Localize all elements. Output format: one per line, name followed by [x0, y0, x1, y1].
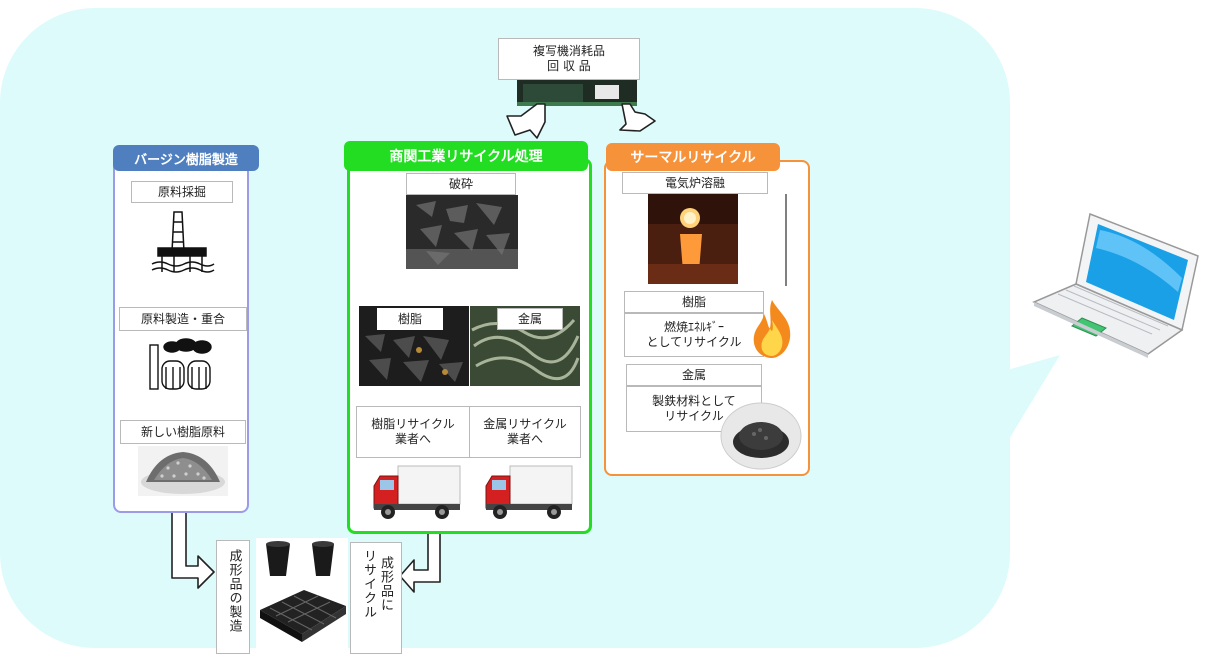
crush-label: 破砕: [406, 173, 516, 195]
recycle-to-molding-line1: 成形品に: [377, 556, 393, 612]
thermal-metal-label: 金属: [626, 364, 762, 386]
resin-pellets-photo: [138, 446, 228, 496]
collected-items-line1: 複写機消耗品: [532, 44, 605, 58]
thermal-panel-title: サーマルリサイクル: [606, 143, 780, 171]
truck-icon-2: [485, 465, 573, 519]
resin-label-overlay: 樹脂: [377, 308, 443, 330]
raw-production-label: 原料製造・重合: [119, 307, 247, 331]
thermal-resin-desc-line2: としてリサイクル: [646, 335, 742, 349]
thermal-resin-label: 樹脂: [624, 291, 764, 313]
factory-icon: [149, 338, 212, 390]
electric-furnace-photo: [628, 194, 788, 286]
recycle-panel-title: 商関工業リサイクル処理: [344, 141, 588, 171]
metal-dest-line2: 業者へ: [506, 432, 543, 446]
recycle-to-molding-line2: リサイクル: [361, 549, 376, 619]
thermal-metal-desc-line1: 製鉄材料として: [652, 394, 736, 408]
flame-icon: [753, 300, 791, 358]
metal-dest-box: 金属リサイクル 業者へ: [469, 406, 581, 458]
thermal-metal-desc-line2: リサイクル: [664, 409, 724, 423]
metal-label: 金属: [497, 308, 563, 330]
new-resin-label: 新しい樹脂原料: [120, 420, 246, 444]
collected-items-label: 複写機消耗品 回 収 品: [498, 38, 640, 80]
thermal-resin-desc: 燃焼ｴﾈﾙｷﾞｰ としてリサイクル: [624, 313, 764, 357]
metal-dest-line1: 金属リサイクル: [483, 417, 567, 431]
arrow-virgin-to-molding: [171, 507, 215, 589]
virgin-panel-title: バージン樹脂製造: [113, 145, 259, 171]
oil-rig-icon: [151, 211, 215, 273]
molding-label: 成形品の製造: [226, 549, 242, 633]
resin-dest-line1: 樹脂リサイクル: [371, 417, 455, 431]
resin-dest-line2: 業者へ: [394, 432, 431, 446]
recycle-to-molding-text: 成形品に リサイクル: [360, 549, 393, 619]
collected-items-line2: 回 収 品: [547, 59, 591, 73]
truck-icon-1: [373, 465, 461, 519]
arrow-to-thermal: [619, 103, 656, 132]
arrow-to-recycle: [506, 103, 546, 139]
arrow-recycle-to-molding: [399, 527, 441, 593]
laptop-icon: [1032, 212, 1199, 358]
thermal-resin-desc-line1: 燃焼ｴﾈﾙｷﾞｰ: [663, 320, 724, 334]
resin-dest-box: 樹脂リサイクル 業者へ: [356, 406, 470, 458]
recycle-to-molding-box: 成形品に リサイクル: [350, 542, 402, 654]
raw-mining-label: 原料採掘: [131, 181, 233, 203]
iron-material-photo: [720, 402, 802, 470]
molding-box: 成形品の製造: [216, 540, 250, 654]
toner-cartridge-photo: [517, 80, 637, 106]
furnace-label: 電気炉溶融: [622, 172, 768, 194]
crushed-material-photo: [406, 195, 518, 269]
molded-products-photo: [256, 538, 348, 648]
